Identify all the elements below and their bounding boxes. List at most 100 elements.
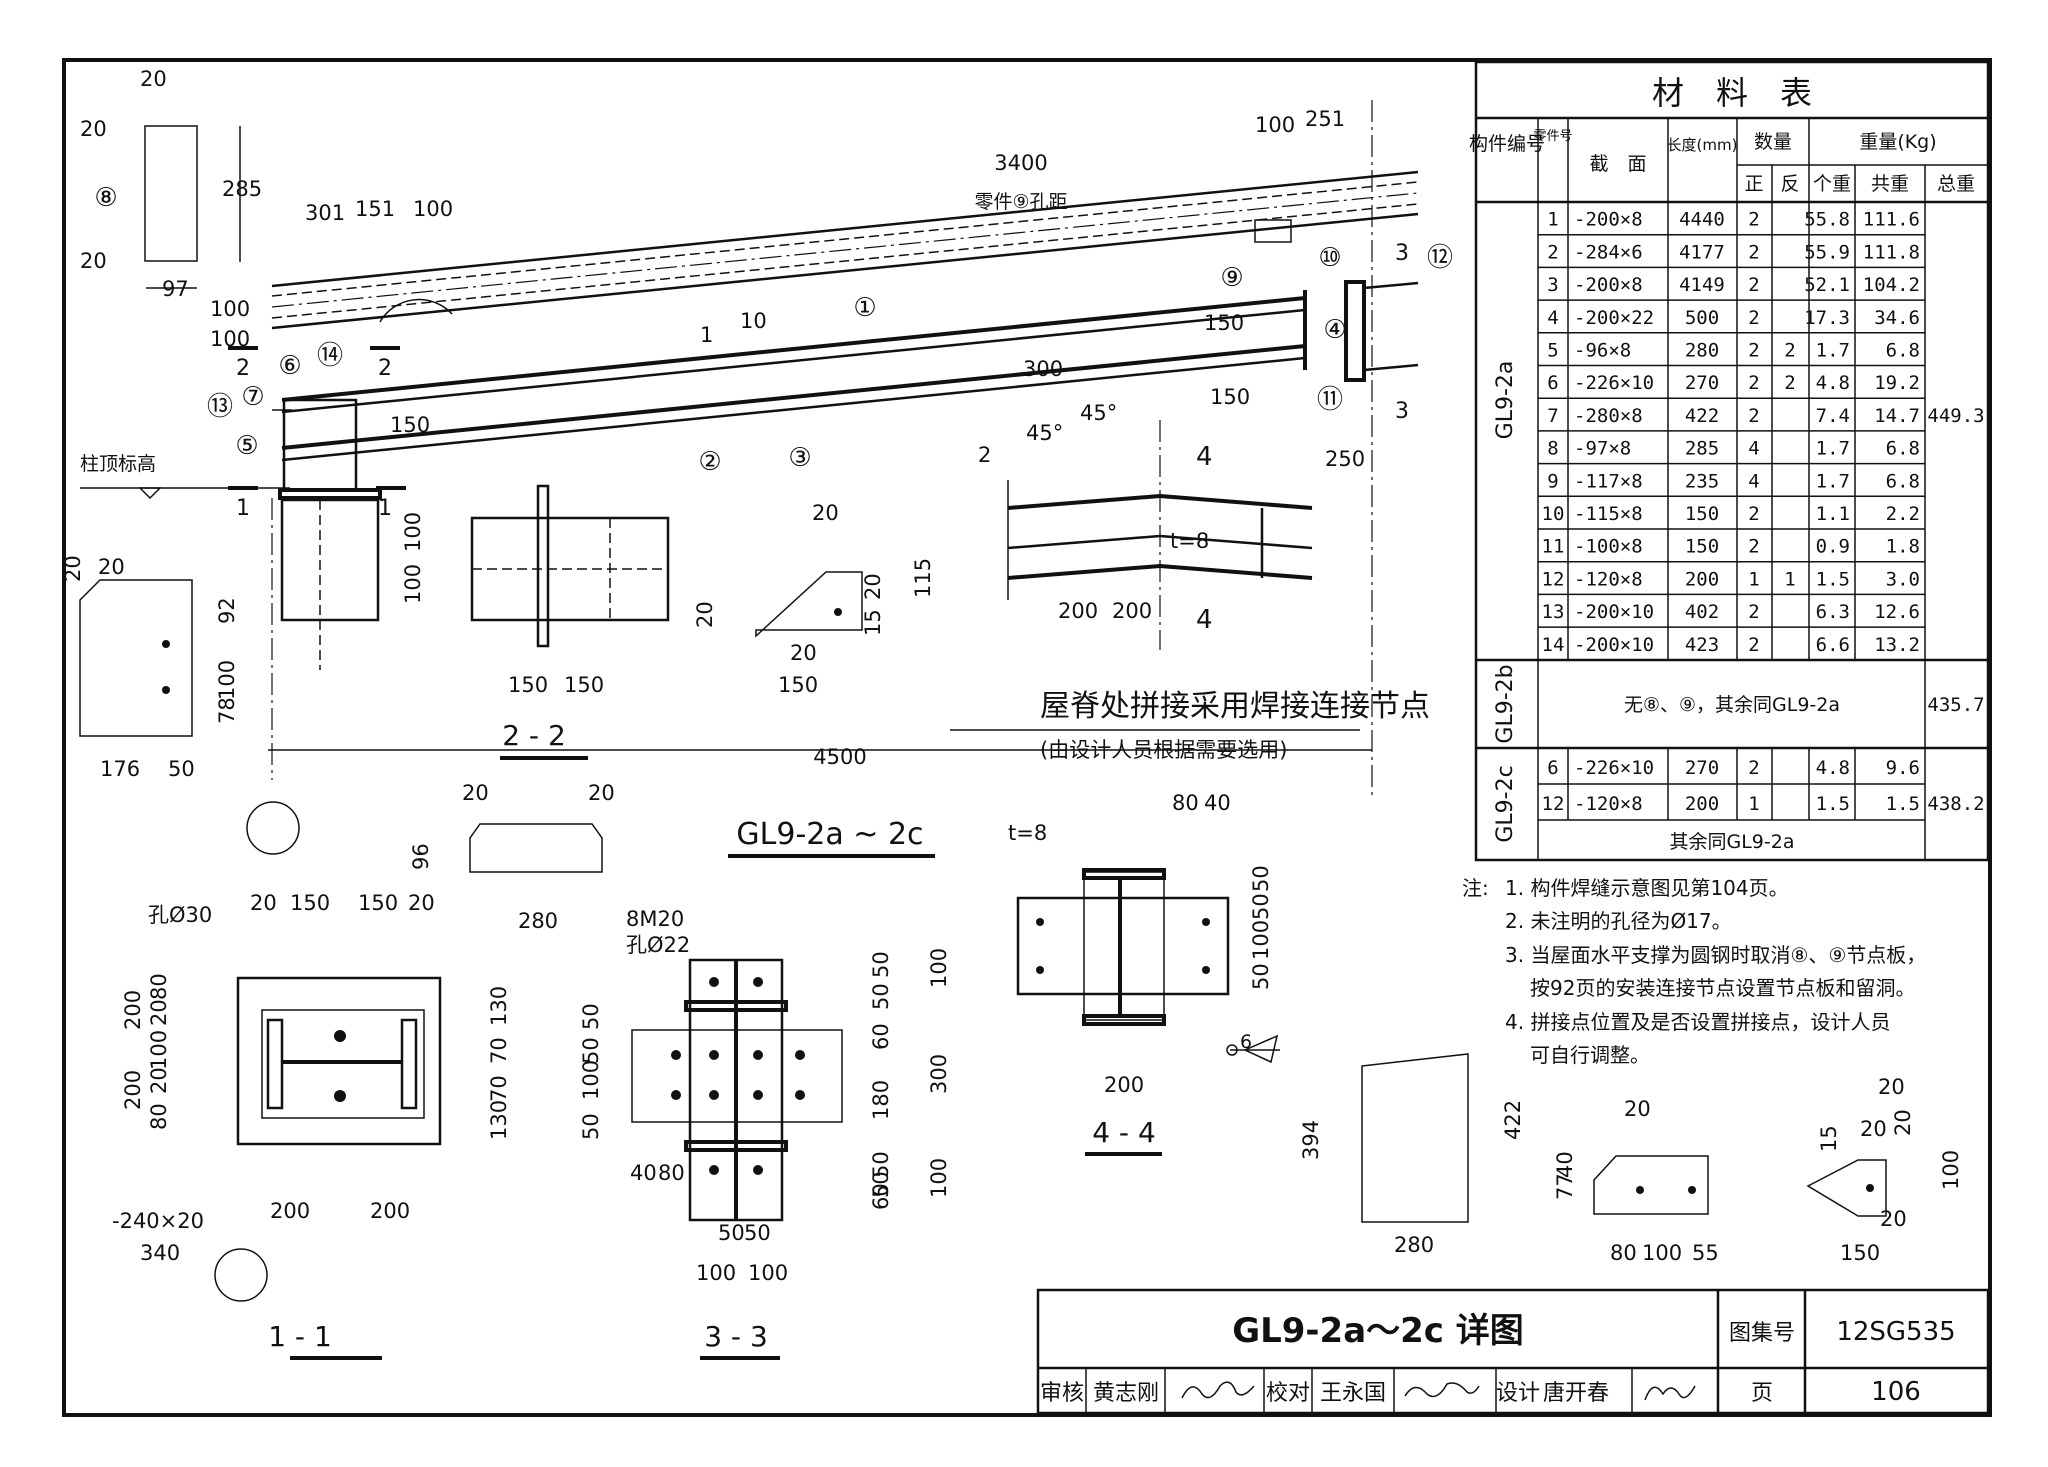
cell-section: -100×8 <box>1574 536 1643 558</box>
dimension-label: 250 <box>1325 447 1365 471</box>
cell-unit-weight: 17.3 <box>1804 307 1850 329</box>
designer-signature <box>1644 1385 1696 1401</box>
cell-unit-weight: 1.7 <box>1816 340 1850 362</box>
cell-unit-weight: 0.9 <box>1816 536 1850 558</box>
dimension-label: 20 <box>861 573 885 600</box>
cell-part-no: 14 <box>1542 634 1565 656</box>
drawing-title: GL9-2a～2c 详图 <box>1232 1311 1524 1351</box>
dimension-label: 151 <box>355 197 395 221</box>
dimension-label: 100 <box>1255 113 1295 137</box>
dimension-label: 50 <box>744 1221 771 1245</box>
bolt-mark <box>671 1090 681 1100</box>
dimension-label: 285 <box>222 177 262 201</box>
sec22-dim-150a: 150 <box>508 673 548 697</box>
dimension-label: 200 <box>121 990 145 1030</box>
cell-qty-pos: 1 <box>1748 568 1759 590</box>
dimension-label: 40 <box>1204 791 1231 815</box>
dimension-label: 115 <box>911 558 935 598</box>
cell-part-no: 7 <box>1547 405 1558 427</box>
dimension-label: 40 <box>1553 1151 1577 1178</box>
cell-qty-pos: 2 <box>1748 601 1759 623</box>
review-label: 审核 <box>1040 1381 1084 1406</box>
cell-unit-weight: 4.8 <box>1816 757 1850 779</box>
cell-section: -200×22 <box>1574 307 1654 329</box>
cell-section: -120×8 <box>1574 793 1643 815</box>
dimension-label: 50 <box>579 1003 603 1030</box>
cell-qty-rev: 1 <box>1784 568 1795 590</box>
dimension-label: 50 <box>579 1113 603 1140</box>
section-2-2: 150 150 2 - 2 <box>470 484 670 760</box>
part-mark: ④ <box>1323 315 1346 345</box>
cell-unit-weight: 55.9 <box>1804 241 1850 263</box>
dimension-label: 50 <box>718 1221 745 1245</box>
sec-mark-1b: 1 <box>378 496 392 521</box>
bolt-mark <box>709 1165 719 1175</box>
cell-part-no: 6 <box>1547 757 1558 779</box>
dimension-label: 40 <box>630 1161 657 1185</box>
sec-mark-2a: 2 <box>236 356 250 381</box>
weld-dim-200a: 200 <box>1058 599 1098 623</box>
cell-total-weight: 111.8 <box>1863 241 1920 263</box>
cell-qty-pos: 2 <box>1748 209 1759 231</box>
cell-section: -117×8 <box>1574 470 1643 492</box>
sec11-200b: 200 <box>370 1199 410 1223</box>
total-gl9-2a: 449.3 <box>1927 405 1984 427</box>
cell-unit-weight: 52.1 <box>1804 274 1850 296</box>
weld-angle-1: 45° <box>1026 421 1063 445</box>
part-mark: ⑩ <box>1318 243 1341 273</box>
dimension-label: 70 <box>487 1075 511 1102</box>
dimension-label: 80 <box>1172 791 1199 815</box>
sec-mark-3a: 3 <box>1395 241 1409 266</box>
section-4-4: 6 t=8 200 4 - 4 <box>1008 821 1280 1156</box>
cell-total-weight: 3.0 <box>1886 568 1920 590</box>
cell-unit-weight: 55.8 <box>1804 209 1850 231</box>
page-number: 106 <box>1871 1377 1921 1407</box>
part-mark: ② <box>698 447 721 477</box>
part-mark: ⑥ <box>278 351 301 381</box>
cell-part-no: 10 <box>1542 503 1565 525</box>
dimension-label: 176 <box>100 757 140 781</box>
sec44-thickness: t=8 <box>1008 821 1047 845</box>
dimension-label: 100 <box>1249 920 1273 960</box>
section-1-1: 1 - 1 孔Ø30 -240×20 340 200 200 <box>112 903 442 1360</box>
weld-title: 屋脊处拼接采用焊接连接节点 <box>1040 689 1430 724</box>
sec-mark-3b: 3 <box>1395 399 1409 424</box>
dimension-label: 60 <box>869 1183 893 1210</box>
dimension-label: 1 <box>700 323 713 347</box>
bolt-mark <box>753 1090 763 1100</box>
cell-total-weight: 6.8 <box>1886 340 1920 362</box>
cell-total-weight: 19.2 <box>1874 372 1920 394</box>
cell-unit-weight: 1.1 <box>1816 503 1850 525</box>
cell-part-no: 4 <box>1547 307 1558 329</box>
part-mark: ⑪ <box>1317 385 1343 415</box>
dimension-label: 70 <box>487 1037 511 1064</box>
dimension-label: 20 <box>250 891 277 915</box>
sheet-border <box>62 58 1992 1417</box>
hdr-weight: 重量(Kg) <box>1859 131 1936 153</box>
cell-total-weight: 111.6 <box>1863 209 1920 231</box>
dimension-label: 100 <box>210 297 250 321</box>
cell-total-weight: 13.2 <box>1874 634 1920 656</box>
cell-unit-weight: 6.6 <box>1816 634 1850 656</box>
dimension-label: 150 <box>1210 385 1250 409</box>
checker-name: 王永国 <box>1320 1381 1386 1406</box>
sec44-label: 4 - 4 <box>1092 1116 1156 1149</box>
sec33-label: 3 - 3 <box>704 1320 768 1353</box>
dimension-label: 100 <box>696 1261 736 1285</box>
sec44-200: 200 <box>1104 1073 1144 1097</box>
dimension-label: 20 <box>1891 1109 1915 1136</box>
hole-spacing-note: 零件⑨孔距 <box>974 191 1067 213</box>
design-label: 设计 <box>1496 1381 1540 1406</box>
dimension-label: 15 <box>861 609 885 636</box>
dimension-label: 97 <box>162 277 189 301</box>
cell-qty-pos: 2 <box>1748 340 1759 362</box>
dimension-label: 15 <box>1817 1125 1841 1152</box>
dimension-label: 77 <box>1553 1173 1577 1200</box>
checker-signature <box>1404 1382 1480 1398</box>
dimension-label: 20 <box>80 117 107 141</box>
